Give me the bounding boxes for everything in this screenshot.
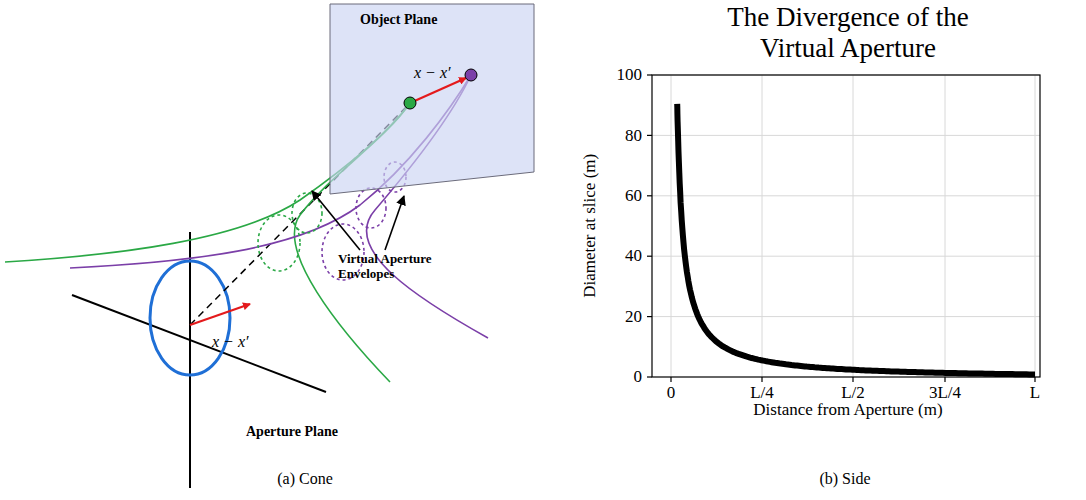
plane-shape <box>328 2 536 196</box>
plane-title: Object Plane <box>360 12 437 28</box>
tick-label: 60 <box>625 186 642 206</box>
divergence-curve <box>677 104 1035 375</box>
offset-label: x − x′ <box>414 64 451 82</box>
subfigure-caption: (a) Cone <box>277 470 333 488</box>
chart-grid <box>652 75 1040 377</box>
callout-label: Virtual Aperture Envelopes <box>338 252 456 282</box>
tick-label: 3L/4 <box>929 383 961 403</box>
tick-label: 100 <box>617 65 643 85</box>
tick-label: 0 <box>634 367 643 387</box>
aperture-plane <box>72 232 326 488</box>
chart-title: The Divergence of the Virtual Aperture <box>698 2 998 64</box>
tick-label: L <box>1030 383 1040 403</box>
tick-label: 0 <box>667 383 676 403</box>
object-plane: Object Plane x − x′ <box>328 2 536 196</box>
offset-label: x − x′ <box>212 333 249 351</box>
tick-label: 20 <box>625 307 642 327</box>
leader-arrow <box>385 196 404 250</box>
plane-label: Aperture Plane <box>246 424 338 440</box>
tick-label: 40 <box>625 246 642 266</box>
axis-title: Distance from Aperture (m) <box>753 400 942 420</box>
offset-arrow <box>190 304 250 325</box>
tick-label: L/2 <box>841 383 865 403</box>
tick-label: 80 <box>625 126 642 146</box>
chart-axes <box>647 75 1040 382</box>
subfigure-caption: (b) Side <box>819 470 870 488</box>
tick-label: L/4 <box>750 383 774 403</box>
axis-title: Diameter at slice (m) <box>580 154 600 298</box>
leader-arrow <box>312 191 360 250</box>
